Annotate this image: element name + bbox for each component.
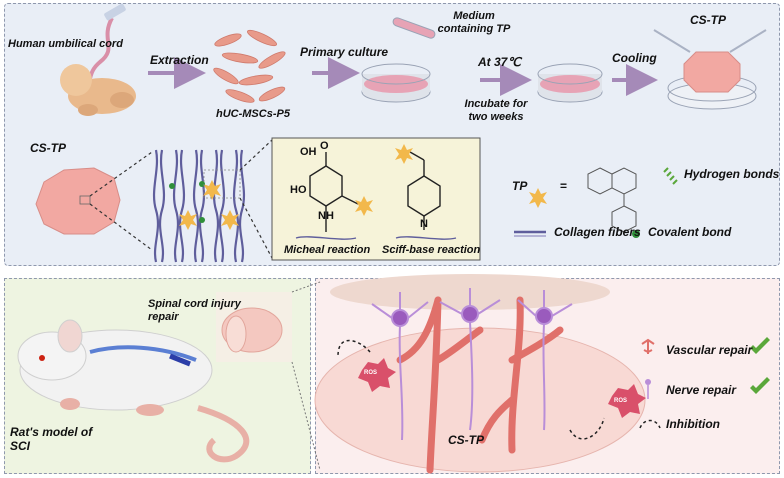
spinal-section-icon bbox=[216, 281, 321, 471]
vascular-label: Vascular repair bbox=[666, 343, 753, 357]
n-label: N bbox=[420, 218, 428, 230]
medium-label: Medium containing TP bbox=[437, 10, 511, 35]
petri-dish-icon bbox=[537, 63, 603, 103]
cooling-label: Cooling bbox=[612, 51, 657, 65]
cstp-bottom-label: CS-TP bbox=[448, 433, 484, 447]
cells-label: hUC-MSCs-P5 bbox=[216, 108, 290, 120]
sciff-label: Sciff-base reaction bbox=[382, 244, 481, 256]
collagen-fibers-icon bbox=[152, 149, 246, 263]
nerve-label: Nerve repair bbox=[666, 383, 737, 397]
micheal-label: Micheal reaction bbox=[284, 244, 371, 256]
tp-legend-icon bbox=[529, 167, 637, 233]
ros-label: ROS bbox=[364, 370, 378, 376]
legend-icons bbox=[639, 338, 661, 429]
temp-label: At 37℃ bbox=[478, 55, 521, 69]
msc-cells-icon bbox=[213, 29, 286, 103]
cstp-gel-icon bbox=[653, 29, 767, 110]
ros-inhibition-icon bbox=[337, 339, 646, 440]
covalent-label: Covalent bond bbox=[648, 225, 732, 239]
tp-legend-label: TP bbox=[512, 179, 528, 193]
fetus-icon bbox=[60, 3, 136, 116]
collagen-label: Collagen fibers bbox=[554, 225, 641, 239]
hbond-label: Hydrogen bonds bbox=[684, 167, 780, 181]
petri-dish-icon bbox=[361, 63, 431, 103]
nh-label: NH bbox=[318, 210, 334, 222]
spinal-label: Spinal cord injury repair bbox=[148, 298, 241, 323]
cstp-sample-icon bbox=[35, 151, 153, 251]
sciff-structure-icon bbox=[395, 151, 457, 240]
rat-label: Rat's model of SCI bbox=[10, 425, 93, 453]
covalent-dots bbox=[169, 181, 205, 223]
human-cord-label: Human umbilical cord bbox=[8, 38, 123, 50]
micheal-structure-icon bbox=[295, 152, 359, 240]
ros-label: ROS bbox=[614, 398, 628, 404]
primary-culture-label: Primary culture bbox=[300, 45, 389, 59]
inhibition-label: Inhibition bbox=[666, 417, 720, 431]
tp-star-markers bbox=[355, 144, 413, 216]
ho-label: HO bbox=[290, 184, 307, 196]
rat-icon bbox=[17, 319, 250, 463]
covalent-legend-icon bbox=[632, 230, 640, 238]
blood-vessels-icon bbox=[396, 296, 564, 474]
cstp-top-label: CS-TP bbox=[690, 13, 726, 27]
incubate-label: Incubate for two weeks bbox=[464, 98, 528, 123]
eq-label: = bbox=[560, 179, 568, 193]
extraction-label: Extraction bbox=[150, 53, 209, 67]
oh-label: OH bbox=[300, 146, 317, 158]
o-label: O bbox=[320, 140, 329, 152]
check-icon bbox=[750, 337, 770, 394]
neurons-icon bbox=[371, 288, 573, 441]
test-tube-icon bbox=[392, 17, 436, 39]
process-arrows bbox=[148, 57, 658, 96]
tp-star-markers bbox=[179, 180, 239, 230]
hydrogen-bond-icon bbox=[663, 167, 678, 185]
cstp-left-label: CS-TP bbox=[30, 141, 66, 155]
